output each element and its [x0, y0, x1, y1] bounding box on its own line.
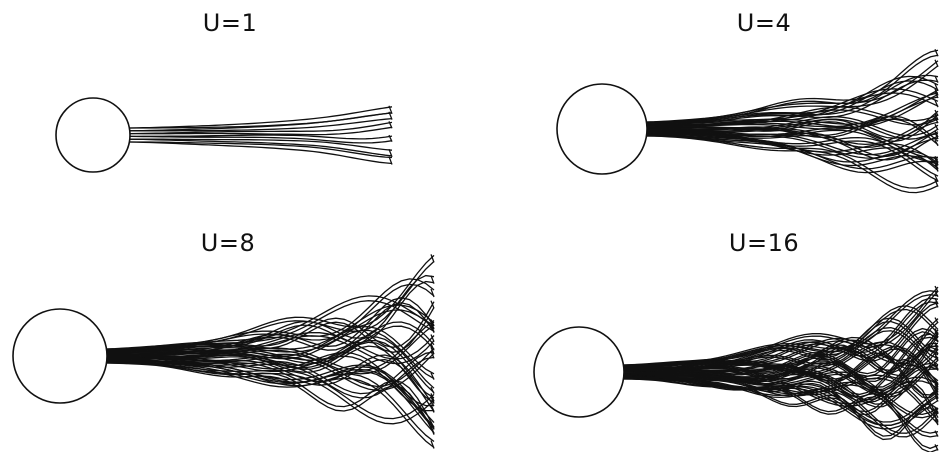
strand: [130, 106, 392, 128]
bead-circle: [56, 98, 130, 172]
bead-circle: [13, 309, 107, 403]
bead-circle: [557, 84, 647, 174]
strand: [107, 362, 434, 448]
panel-2-group: [557, 49, 938, 192]
panel-1-group: [56, 98, 392, 172]
bead-circle: [534, 327, 624, 417]
strand: [107, 362, 434, 424]
panel-3-group: [13, 254, 434, 448]
panel-4-group: [534, 286, 938, 452]
